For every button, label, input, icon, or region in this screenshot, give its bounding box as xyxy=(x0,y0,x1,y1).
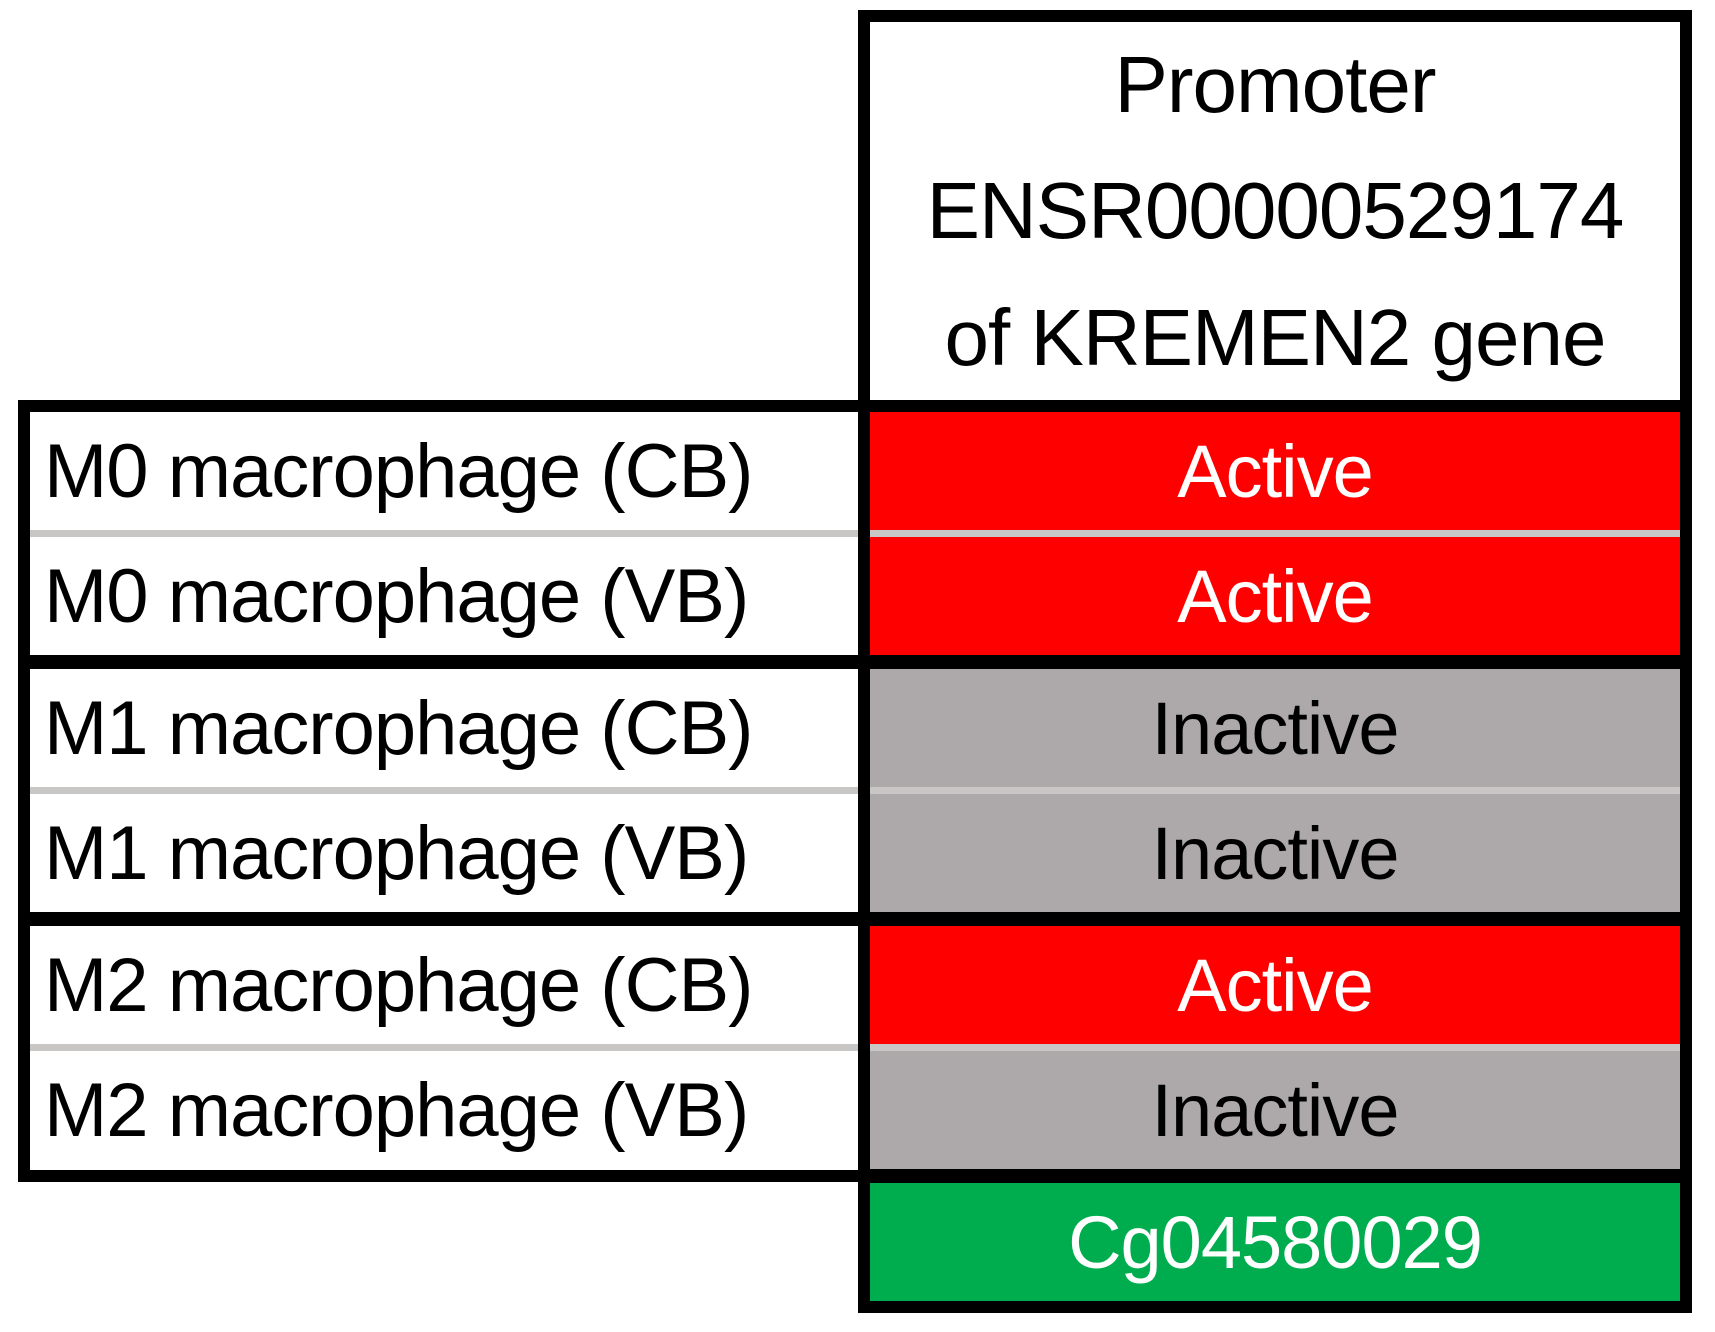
row-divider-thin xyxy=(870,530,1680,537)
group-divider-thick xyxy=(30,912,858,926)
group-divider-thick xyxy=(870,912,1680,926)
header-line-gene: of KREMEN2 gene xyxy=(944,292,1607,382)
promoter-header-cell: Promoter ENSR00000529174 of KREMEN2 gene xyxy=(858,10,1692,413)
status-m0-cb: Active xyxy=(870,412,1680,530)
header-line-promoter: Promoter xyxy=(1114,40,1437,130)
row-divider-thin xyxy=(30,1044,858,1051)
row-divider-thin xyxy=(870,1044,1680,1051)
cpg-probe-cell: Cg04580029 xyxy=(870,1183,1680,1301)
row-divider-thin xyxy=(30,787,858,794)
status-m1-vb: Inactive xyxy=(870,794,1680,912)
label-m1-macrophage-cb: M1 macrophage (CB) xyxy=(44,685,754,771)
status-m2-vb: Inactive xyxy=(870,1051,1680,1169)
label-m0-macrophage-cb: M0 macrophage (CB) xyxy=(44,428,754,514)
label-m1-macrophage-vb: M1 macrophage (VB) xyxy=(44,810,749,896)
status-m1-cb: Inactive xyxy=(870,669,1680,787)
group-divider-thick xyxy=(30,655,858,669)
cell-type-label-column: M0 macrophage (CB) M0 macrophage (VB) M1… xyxy=(18,400,870,1182)
row-divider-thin xyxy=(30,530,858,537)
status-m0-vb: Active xyxy=(870,537,1680,655)
status-m2-cb: Active xyxy=(870,926,1680,1044)
promoter-status-column: Active Active Inactive Inactive Active I… xyxy=(858,400,1692,1313)
group-divider-thick xyxy=(870,655,1680,669)
header-line-ensr-id: ENSR00000529174 xyxy=(926,166,1625,256)
label-m0-macrophage-vb: M0 macrophage (VB) xyxy=(44,553,749,639)
label-m2-macrophage-cb: M2 macrophage (CB) xyxy=(44,942,754,1028)
group-divider-thick xyxy=(870,1169,1680,1183)
label-m2-macrophage-vb: M2 macrophage (VB) xyxy=(44,1068,749,1153)
row-divider-thin xyxy=(870,787,1680,794)
